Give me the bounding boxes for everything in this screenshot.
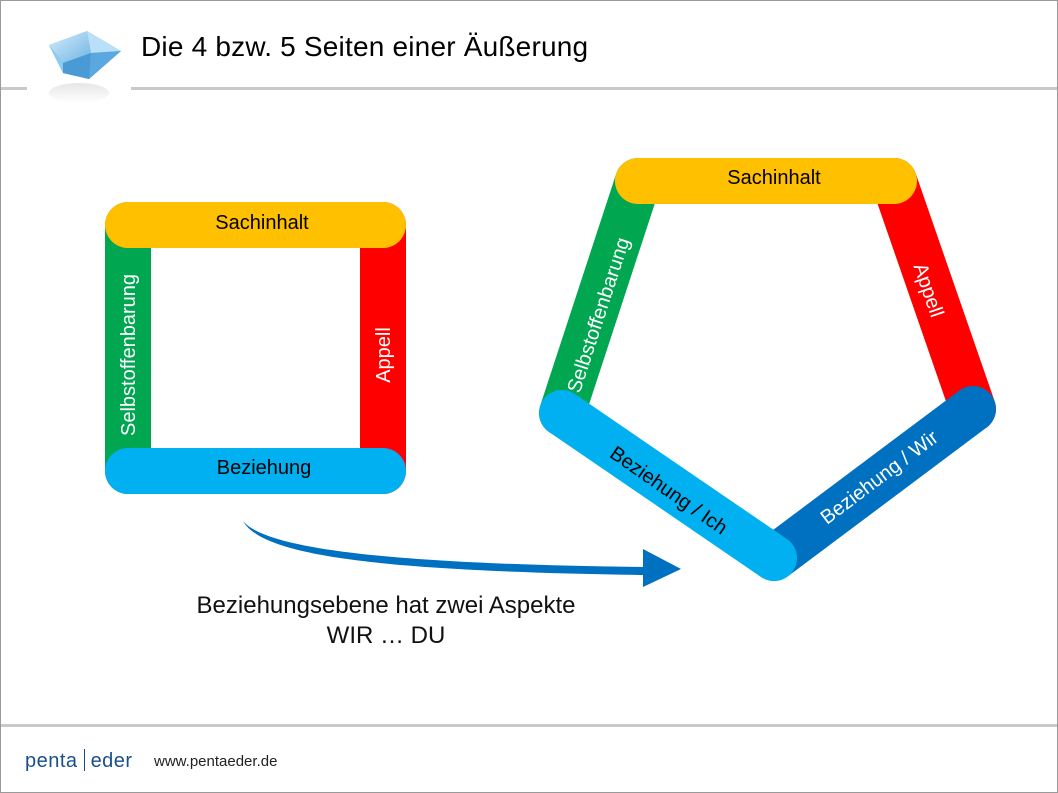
pentagon-side-beziehung-wir [751, 386, 996, 581]
brand-right: eder [90, 750, 133, 772]
square-label-beziehung: Beziehung [217, 457, 312, 479]
brand-separator [83, 749, 85, 771]
pentagon-side-appell [871, 158, 996, 432]
pentagon-label-sachinhalt: Sachinhalt [727, 167, 821, 189]
brand-left: penta [25, 750, 78, 772]
square-label-sachinhalt: Sachinhalt [215, 212, 309, 234]
caption-line-1: Beziehungsebene hat zwei Aspekte [196, 592, 576, 619]
footer-divider [1, 724, 1057, 727]
caption-line-2: WIR … DU [326, 622, 446, 649]
caption: Beziehungsebene hat zwei Aspekte WIR … D… [141, 591, 631, 651]
square-label-appell: Appell [373, 327, 395, 383]
website-url[interactable]: www.pentaeder.de [154, 753, 278, 770]
square-label-selbstoffenbarung: Selbstoffenbarung [118, 274, 140, 436]
blue-gem-icon [27, 23, 131, 109]
pentagon-side-selbstoffenbarung [539, 158, 661, 436]
pentagon-label-beziehung-wir: Beziehung / Wir [817, 426, 943, 529]
transition-arrow [243, 521, 681, 587]
header-divider [1, 87, 1057, 90]
page-title: Die 4 bzw. 5 Seiten einer Äußerung [141, 31, 589, 62]
pentagon-side-beziehung-ich [539, 390, 797, 581]
brand-logo: penta eder [25, 749, 133, 773]
